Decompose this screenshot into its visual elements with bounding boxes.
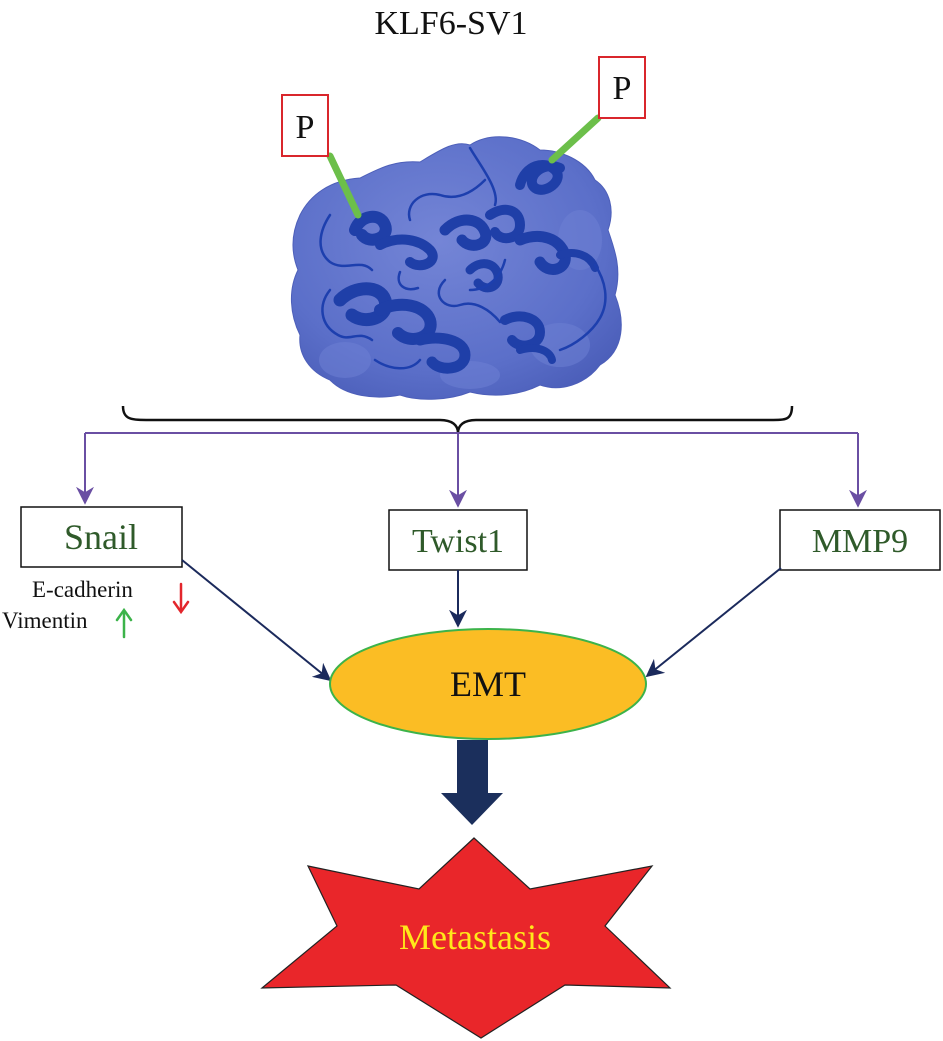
arrow-mmp9-to-emt — [645, 567, 782, 678]
e-cadherin-label: E-cadherin — [32, 577, 133, 602]
phospho-box-left — [281, 94, 329, 157]
down-arrow-icon — [172, 582, 190, 615]
target-twist1: Twist1 — [388, 509, 528, 571]
phospho-site-left: P — [281, 94, 362, 219]
twist1-box — [388, 509, 528, 571]
protein-title: KLF6-SV1 — [374, 5, 527, 42]
protein-structure — [290, 136, 622, 400]
snail-box — [20, 506, 183, 568]
phospho-site-right: P — [548, 56, 646, 164]
snail-markers: E-cadherin Vimentin — [2, 577, 190, 639]
metastasis-node: Metastasis — [260, 837, 672, 1039]
twist1-label: Twist1 — [412, 523, 504, 560]
mmp9-label: MMP9 — [812, 523, 908, 560]
snail-label: Snail — [64, 517, 138, 557]
emt-ellipse — [329, 628, 647, 740]
phospho-label-left: P — [296, 109, 315, 146]
branch-arrows — [76, 432, 867, 508]
target-mmp9: MMP9 — [779, 509, 941, 571]
metastasis-label: Metastasis — [399, 917, 551, 957]
emt-node: EMT — [329, 628, 647, 740]
up-arrow-icon — [115, 607, 133, 639]
target-snail: Snail — [20, 506, 183, 568]
phospho-label-right: P — [613, 70, 632, 107]
converge-arrows — [181, 559, 782, 682]
metastasis-star — [260, 837, 672, 1039]
vimentin-label: Vimentin — [2, 608, 88, 633]
emt-label: EMT — [450, 664, 526, 704]
mmp9-box — [779, 509, 941, 571]
grouping-brace — [121, 405, 794, 434]
big-down-arrow — [441, 740, 503, 825]
phospho-box-right — [598, 56, 646, 119]
arrow-snail-to-emt — [181, 559, 332, 682]
